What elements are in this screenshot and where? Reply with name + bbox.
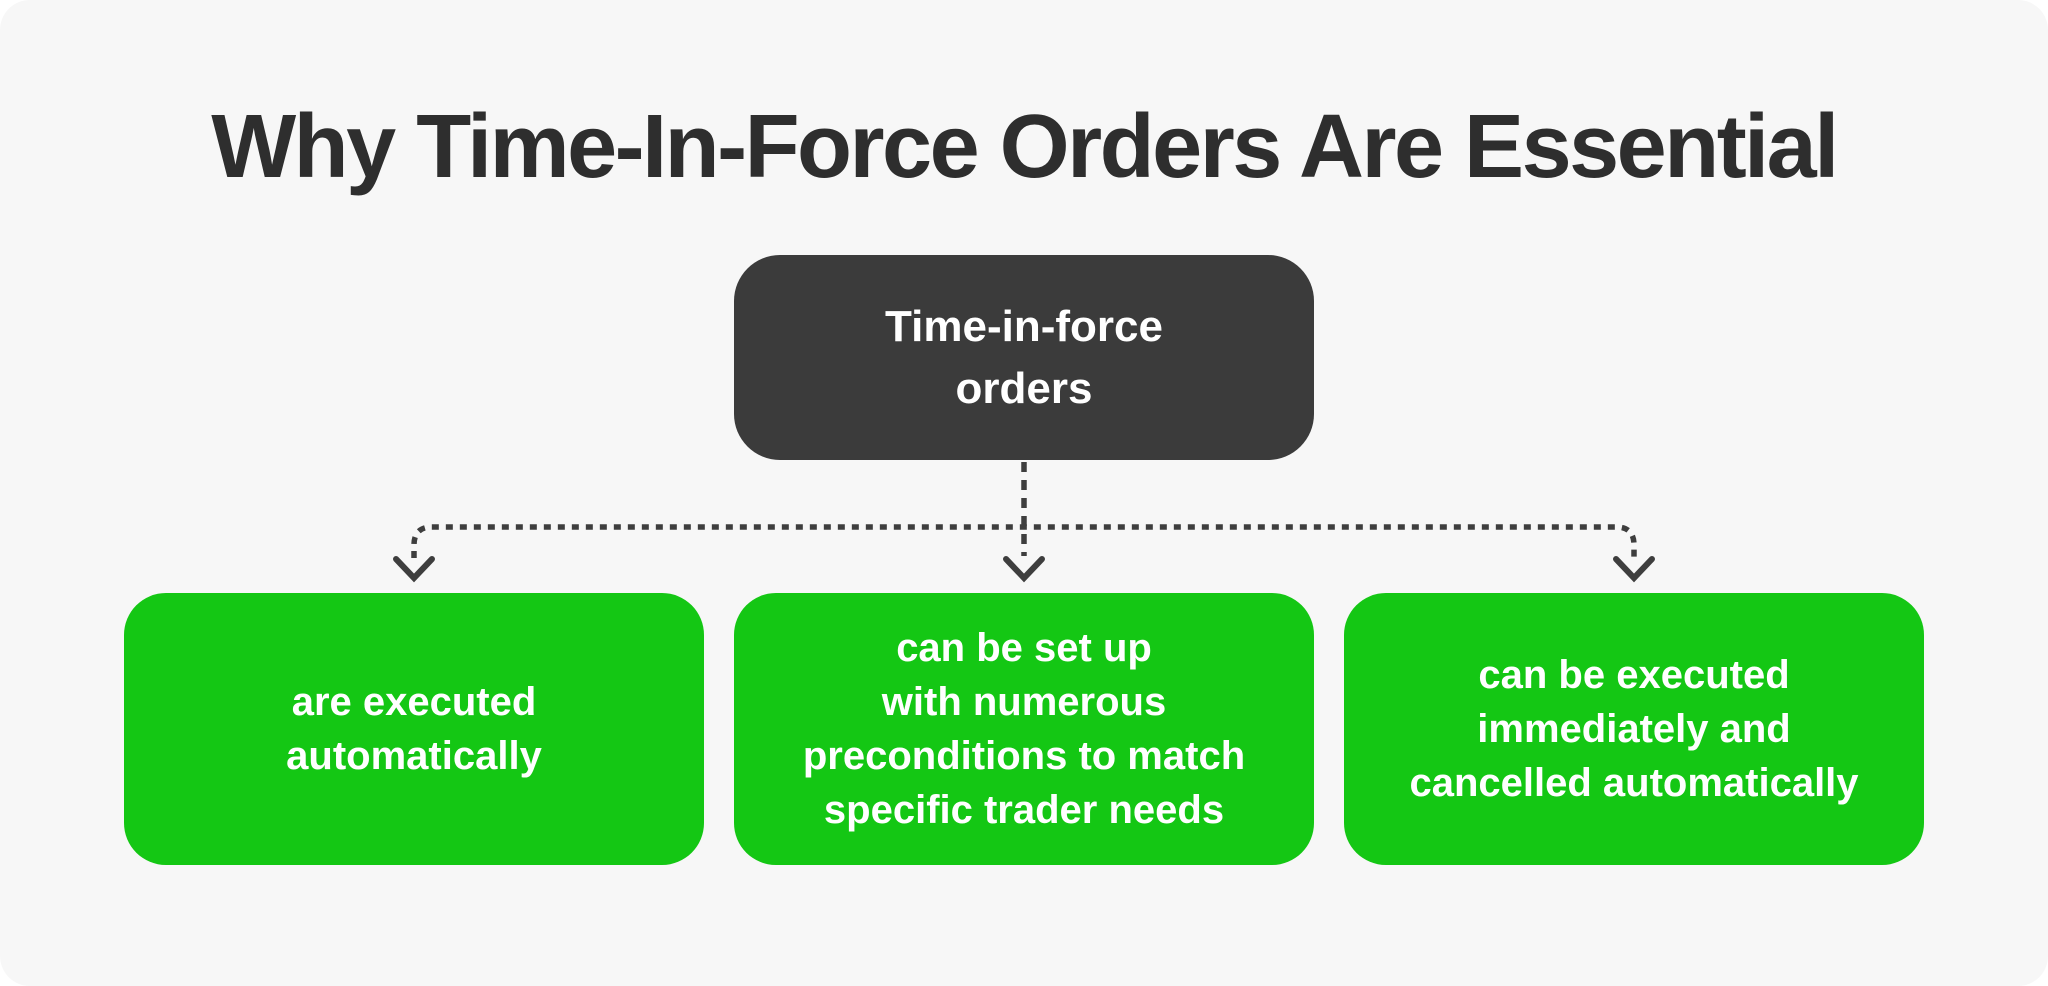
branch-node-label: can be set up with numerous precondition… [802, 626, 1246, 832]
branch-node-label: are executed automatically [286, 680, 542, 778]
root-node-time-in-force: Time-in-force orders [734, 255, 1314, 460]
page-title: Why Time-In-Force Orders Are Essential [211, 97, 1839, 197]
branch-node-immediate-cancel: can be executed immediately and cancelle… [1344, 593, 1924, 865]
root-node-label: Time-in-force orders [885, 301, 1163, 413]
branch-node-executed-automatically: are executed automatically [124, 593, 704, 865]
arrow-down-left-icon [393, 556, 435, 583]
arrow-down-right-icon [1613, 556, 1655, 583]
branch-node-preconditions: can be set up with numerous precondition… [734, 593, 1314, 865]
connector-bracket-line [411, 524, 1637, 558]
branch-node-label: can be executed immediately and cancelle… [1409, 653, 1859, 805]
arrow-down-center-icon [1003, 556, 1045, 583]
